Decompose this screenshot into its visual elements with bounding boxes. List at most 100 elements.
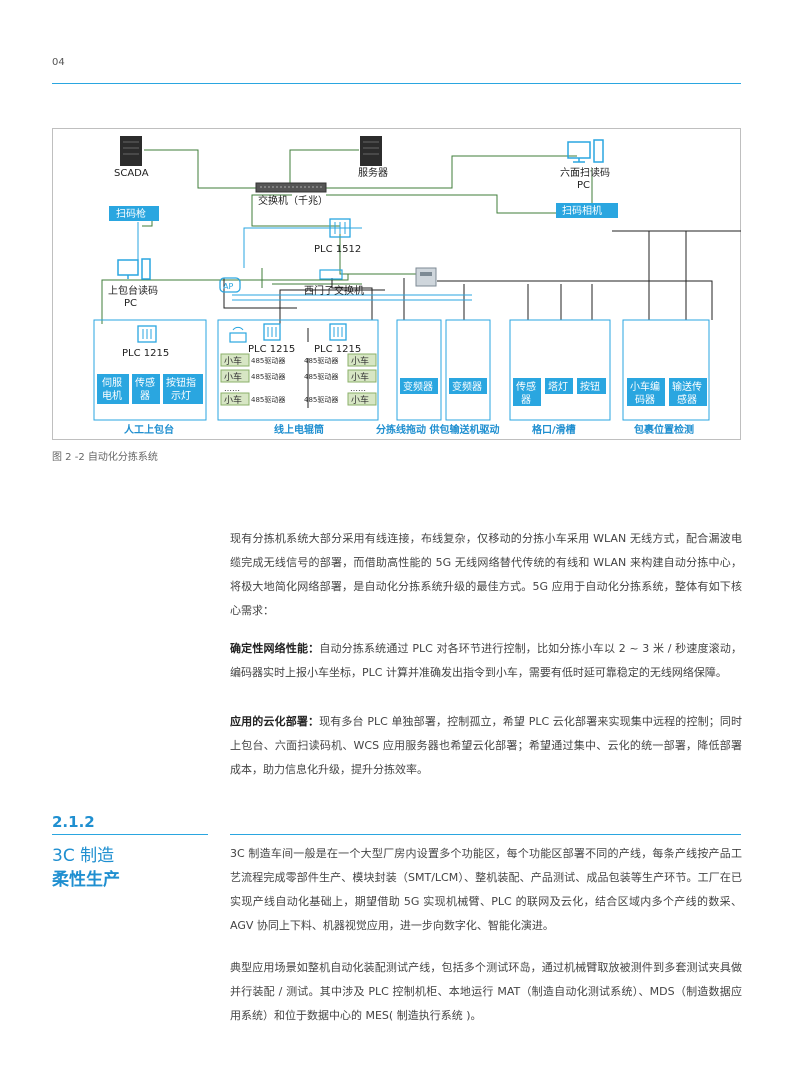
driver-label: 485驱动器 <box>304 395 338 404</box>
area-label-drive: 分拣线拖动 供包输送机驱动 <box>376 423 499 436</box>
dots-left: …… <box>224 384 240 393</box>
section-paragraph-1: 3C 制造车间一般是在一个大型厂房内设置多个功能区，每个功能区部署不同的产线，每… <box>230 842 742 938</box>
area-label-chute: 格口/滑槽 <box>532 423 576 436</box>
vfd-box-2 <box>449 378 487 394</box>
area-label-manual: 人工上包台 <box>124 423 174 436</box>
requirement-2-text: 现有多台 PLC 单独部署，控制孤立，希望 PLC 云化部署来实现集中远程的控制… <box>230 715 743 776</box>
cart-label: 小车 <box>224 355 242 367</box>
plc-1215-label: PLC 1215 <box>122 348 169 359</box>
driver-label: 485驱动器 <box>251 395 285 404</box>
gateway-device-icon <box>415 267 437 287</box>
plc-1215-line-left-label: PLC 1215 <box>248 344 295 355</box>
sensor-box <box>132 374 160 404</box>
plc-1512-label: PLC 1512 <box>314 244 361 255</box>
cart-encoder-label-2: 码器 <box>635 394 655 406</box>
scada-label: SCADA <box>114 168 149 179</box>
section-title: 3C 制造 <box>52 846 115 866</box>
plc-1512-icon <box>329 218 351 238</box>
cart-rows: 小车 485驱动器 485驱动器 小车 小车 485驱动器 485驱动器 小车 … <box>220 353 377 406</box>
button-light-box <box>163 374 203 404</box>
section-rule-body <box>230 834 741 835</box>
figure-caption: 图 2 -2 自动化分拣系统 <box>52 452 158 463</box>
chute-sensor-label-2: 器 <box>521 394 531 406</box>
six-side-pc-label: 六面扫读码 <box>560 166 610 179</box>
sorting-system-diagram: SCADA 服务器 交换机（千兆） 六面扫读码 PC 扫码枪 扫码相机 PLC … <box>93 136 741 436</box>
switch-icon <box>255 182 327 193</box>
scan-gun-label: 扫码枪 <box>116 207 146 220</box>
tower-light-box <box>545 378 573 394</box>
siemens-switch-label: 西门子交换机 <box>304 284 364 297</box>
wireless-lines <box>137 222 472 301</box>
chute-sensor-label: 传感 <box>516 380 536 393</box>
button-box <box>577 378 606 394</box>
intro-text: 现有分拣机系统大部分采用有线连接，布线复杂，仅移动的分拣小车采用 WLAN 无线… <box>230 532 742 617</box>
servo-label-2: 电机 <box>102 389 122 402</box>
driver-label: 485驱动器 <box>304 372 338 381</box>
scada-server-icon <box>120 136 142 166</box>
plc-1215-line-right-label: PLC 1215 <box>314 344 361 355</box>
plc-1215-icon <box>137 325 157 343</box>
driver-label: 485驱动器 <box>251 372 285 381</box>
sensor-label: 传感 <box>135 376 155 389</box>
scan-camera-badge <box>556 203 618 218</box>
requirement-1-label: 确定性网络性能： <box>230 642 320 655</box>
vfd-label-1: 变频器 <box>403 380 433 393</box>
cart-label: 小车 <box>224 394 242 406</box>
conveyor-sensor-label-2: 感器 <box>677 393 697 406</box>
requirement-1-text: 自动分拣系统通过 PLC 对各环节进行控制，比如分拣小车以 2 ~ 3 米 / … <box>230 642 743 679</box>
cart-label: 小车 <box>351 371 369 383</box>
cart-label: 小车 <box>351 394 369 406</box>
requirement-1: 确定性网络性能：自动分拣系统通过 PLC 对各环节进行控制，比如分拣小车以 2 … <box>230 637 742 685</box>
cart-encoder-label: 小车编 <box>630 380 660 393</box>
fieldbus-lines <box>223 230 741 408</box>
conveyor-sensor-label: 输送传 <box>672 380 702 393</box>
scan-gun-badge <box>109 206 159 221</box>
header-rule <box>52 83 741 84</box>
dots-right: …… <box>350 384 366 393</box>
pack-pc-label-2: PC <box>124 298 137 309</box>
chute-sensor-box <box>513 378 541 406</box>
area-label-line: 线上电辊筒 <box>274 423 324 436</box>
conveyor-sensor-box <box>669 378 707 406</box>
switch-label: 交换机（千兆） <box>258 194 328 207</box>
servo-label: 伺服 <box>102 376 122 389</box>
button-light-label: 按钮指 <box>166 376 196 389</box>
cart-encoder-box <box>627 378 665 406</box>
figure-frame <box>52 128 741 440</box>
cart-label: 小车 <box>351 355 369 367</box>
vfd-box-1 <box>400 378 438 394</box>
access-point-icon <box>219 277 241 293</box>
wifi-module-icon <box>229 326 247 343</box>
section-subtitle: 柔性生产 <box>52 870 120 890</box>
vfd-label-2: 变频器 <box>452 380 482 393</box>
page-number: 04 <box>52 57 65 68</box>
server-label: 服务器 <box>358 166 388 179</box>
pack-pc-label: 上包台读码 <box>108 284 158 297</box>
cart-label: 小车 <box>224 371 242 383</box>
section-number: 2.1.2 <box>52 813 95 831</box>
sensor-label-2: 器 <box>140 390 150 402</box>
intro-paragraph: 现有分拣机系统大部分采用有线连接，布线复杂，仅移动的分拣小车采用 WLAN 无线… <box>230 527 742 623</box>
plc-1215-line-left-icon <box>263 323 281 341</box>
area-label-detect: 包裹位置检测 <box>634 423 694 436</box>
siemens-switch-icon <box>319 269 343 280</box>
area-boxes <box>93 319 710 421</box>
servo-motor-box <box>97 374 129 404</box>
pack-pc-icon <box>117 258 151 280</box>
pc-icon <box>567 139 604 163</box>
tower-light-label: 塔灯 <box>548 380 568 393</box>
section-paragraph-2: 典型应用场景如整机自动化装配测试产线，包括多个测试环岛，通过机械臂取放被测件到多… <box>230 956 742 1028</box>
six-side-pc-label-2: PC <box>577 180 590 191</box>
driver-label: 485驱动器 <box>304 356 338 365</box>
button-light-label-2: 示灯 <box>171 390 191 402</box>
scan-camera-label: 扫码相机 <box>562 204 602 217</box>
driver-label: 485驱动器 <box>251 356 285 365</box>
section-rule <box>52 834 208 835</box>
requirement-2-label: 应用的云化部署： <box>230 715 320 728</box>
requirement-2: 应用的云化部署：现有多台 PLC 单独部署，控制孤立，希望 PLC 云化部署来实… <box>230 710 742 782</box>
section-text-1: 3C 制造车间一般是在一个大型厂房内设置多个功能区，每个功能区部署不同的产线，每… <box>230 847 742 932</box>
section-text-2: 典型应用场景如整机自动化装配测试产线，包括多个测试环岛，通过机械臂取放被测件到多… <box>230 961 742 1022</box>
ap-label: AP <box>223 282 233 291</box>
server-icon <box>360 136 382 166</box>
button-label: 按钮 <box>580 380 600 393</box>
